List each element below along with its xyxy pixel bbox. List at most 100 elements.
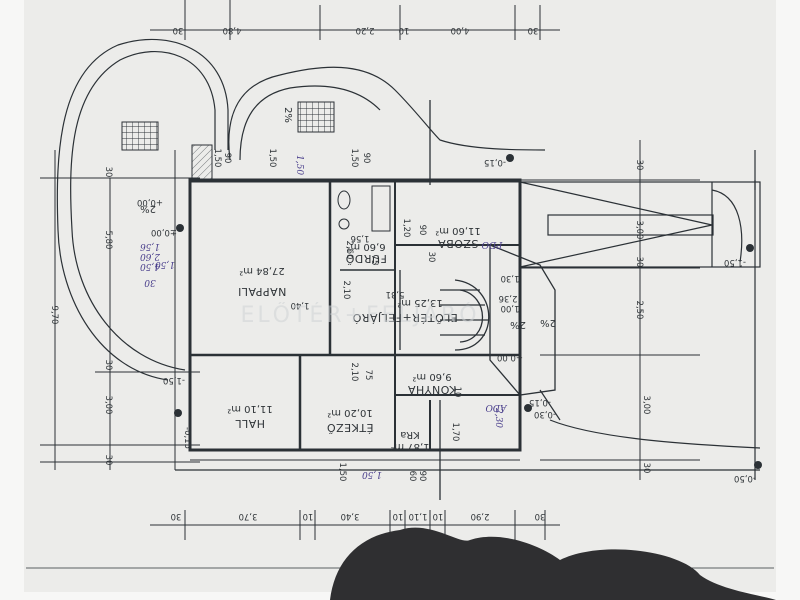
hand-note-3: 4,50 (140, 261, 161, 271)
room-labels: NAPPALI 27,84 m² SZOBA 11,60 m² FÜRDŐ 6,… (227, 225, 481, 452)
hand-note-5: 30 (144, 277, 156, 287)
dim-inner-d90-c: 90 (417, 225, 427, 236)
top-dimensions: 30 4,80 2,20 10 4,00 30 (173, 25, 539, 35)
hand-note-1: 1,50 (294, 155, 304, 175)
dim-inner-d156: 1,56 (351, 233, 370, 243)
dim-right-4: 3,00 (641, 396, 651, 415)
room-name-nappali: NAPPALI (238, 285, 287, 298)
dim-inner-d120: 1,20 (401, 219, 411, 238)
hand-note-2: 2,60 (140, 251, 161, 261)
dim-left-1: 5,80 (103, 231, 113, 250)
hand-note-4: 1,56 (140, 241, 160, 251)
room-name-etkezo: ÉTKEZŐ (326, 421, 373, 435)
level-marker-icon (524, 404, 532, 412)
dim-inner-d210-b: 2,10 (349, 363, 359, 382)
dim-inner-d260: 2,60 (344, 241, 354, 260)
dim-inner-d75-b: 75 (363, 370, 373, 381)
dim-inner-d150-a: 1,50 (267, 149, 277, 168)
dim-top-3: 10 (399, 25, 410, 35)
carport (519, 150, 761, 480)
hand-note-8: 2,30 (493, 407, 503, 428)
slope-markers: 2% 2% 2% 2% (140, 107, 556, 330)
dim-top-2: 2,20 (356, 25, 375, 35)
room-name-furdo: FÜRDŐ (345, 252, 387, 266)
slope-left: 2% (140, 203, 156, 214)
level-hall2: -0,15 (182, 427, 192, 449)
paving-grid-top (297, 101, 335, 133)
dim-bottom-6: 10 (433, 511, 444, 521)
level-hall: -1,50 (163, 375, 185, 385)
dim-bottom-0: 30 (171, 511, 182, 521)
dim-top-4: 4,00 (451, 25, 470, 35)
room-name-eloter: ELŐTÉR+FELJÁRÓ (352, 311, 458, 325)
level-kitchen: -0,30 (534, 409, 556, 419)
level-marker-icon (754, 461, 762, 469)
dim-inner-d150-b: 1,50 (212, 149, 222, 168)
dim-right-0: 30 (634, 160, 644, 171)
photo-shadow (330, 527, 776, 600)
level-bottom: -0,50 (734, 473, 756, 483)
dim-inner-d10: 10 (452, 387, 462, 398)
level-marker-icon (174, 409, 182, 417)
room-area-hall: 11,10 m² (227, 403, 273, 414)
room-area-etkezo: 10,20 m² (327, 407, 373, 418)
dim-inner-d130: 1,30 (501, 273, 520, 283)
dim-bottom-2: 10 (303, 511, 314, 521)
room-area-eloter: 13,25 m² (397, 297, 443, 308)
dim-left-5: 30 (103, 455, 113, 466)
level-markers: -0,15 ±0,00 +0,00 +0,00 -1,50 -0,50 -0,3… (137, 154, 762, 483)
dim-bottom-3: 3,40 (341, 511, 360, 521)
watermark-logo: ELŐTÉR+FELJÁRÓ (240, 302, 479, 328)
dim-left-0: 30 (103, 167, 113, 178)
paving-grid-left (121, 121, 159, 151)
room-name-konyha: KONYHA (407, 383, 456, 396)
bottom-dimensions: 30 3,70 10 3,40 10 1,10 10 2,90 30 (171, 511, 546, 521)
curved-terrace (56, 38, 546, 381)
dim-inner-d75-a: 75 (369, 255, 379, 266)
level-marker-icon (176, 224, 184, 232)
inner-dimensions: 1,50 1,50 90 90 1,50 2,60 1,56 75 2,10 1… (212, 149, 519, 482)
entry-step (191, 144, 213, 181)
room-area-szoba: 11,60 m² (435, 225, 481, 236)
dim-top-1: 4,80 (223, 25, 242, 35)
room-name-kamra: KRa (400, 429, 419, 440)
stair-core (399, 100, 556, 500)
slope-stair: 2% (510, 319, 526, 330)
dim-inner-d60: 60 (407, 471, 417, 482)
level-left2: +0,00 (137, 197, 163, 207)
dim-inner-d150-d: 1,50 (337, 463, 347, 482)
dim-bottom-4: 10 (393, 511, 404, 521)
dim-left-3: 30 (103, 360, 113, 371)
hand-note-9: ADO (485, 402, 508, 412)
slope-right: 2% (540, 317, 556, 328)
dim-left-4: 3,00 (103, 396, 113, 415)
walls (174, 150, 760, 471)
dim-inner-d140: 1,40 (291, 300, 310, 310)
dim-left-2: 9,70 (49, 306, 59, 325)
room-area-konyha: 9,60 m² (412, 371, 451, 382)
dim-inner-d210: 2,10 (341, 281, 351, 300)
room-area-furdo: 6,60 m² (346, 241, 385, 252)
room-name-hall: HALL (235, 417, 265, 430)
dim-top-5: 30 (528, 25, 539, 35)
left-dimensions: 30 5,80 9,70 30 3,00 30 (49, 167, 113, 466)
dim-right-5: 30 (641, 463, 651, 474)
dimension-lines (40, 0, 700, 540)
dim-inner-d150-c: 1,50 (349, 149, 359, 168)
dim-inner-d90-b: 90 (222, 153, 232, 164)
dim-top-0: 30 (173, 25, 184, 35)
dim-inner-d100: 1,00 (501, 303, 520, 313)
dim-bottom-7: 2,90 (471, 511, 490, 521)
level-terrace: -0,15 (484, 157, 506, 167)
room-name-szoba: SZOBA (438, 237, 479, 250)
hand-note-6: 1,50 (362, 469, 382, 479)
level-entry: +0,00 (497, 352, 523, 362)
dim-inner-d90-a: 90 (361, 153, 371, 164)
dim-bottom-1: 3,70 (239, 511, 258, 521)
room-area-nappali: 27,84 m² (239, 265, 285, 276)
dim-right-1: 3,00 (634, 221, 644, 240)
hand-note-7: PDO (481, 239, 503, 249)
handwritten-notes: 1,50 2,60 4,50 1,56 30 1,50 PDO 2,30 ADO… (140, 155, 508, 479)
level-left: ±0,00 (151, 227, 177, 237)
level-right: -0,15 (529, 397, 551, 407)
